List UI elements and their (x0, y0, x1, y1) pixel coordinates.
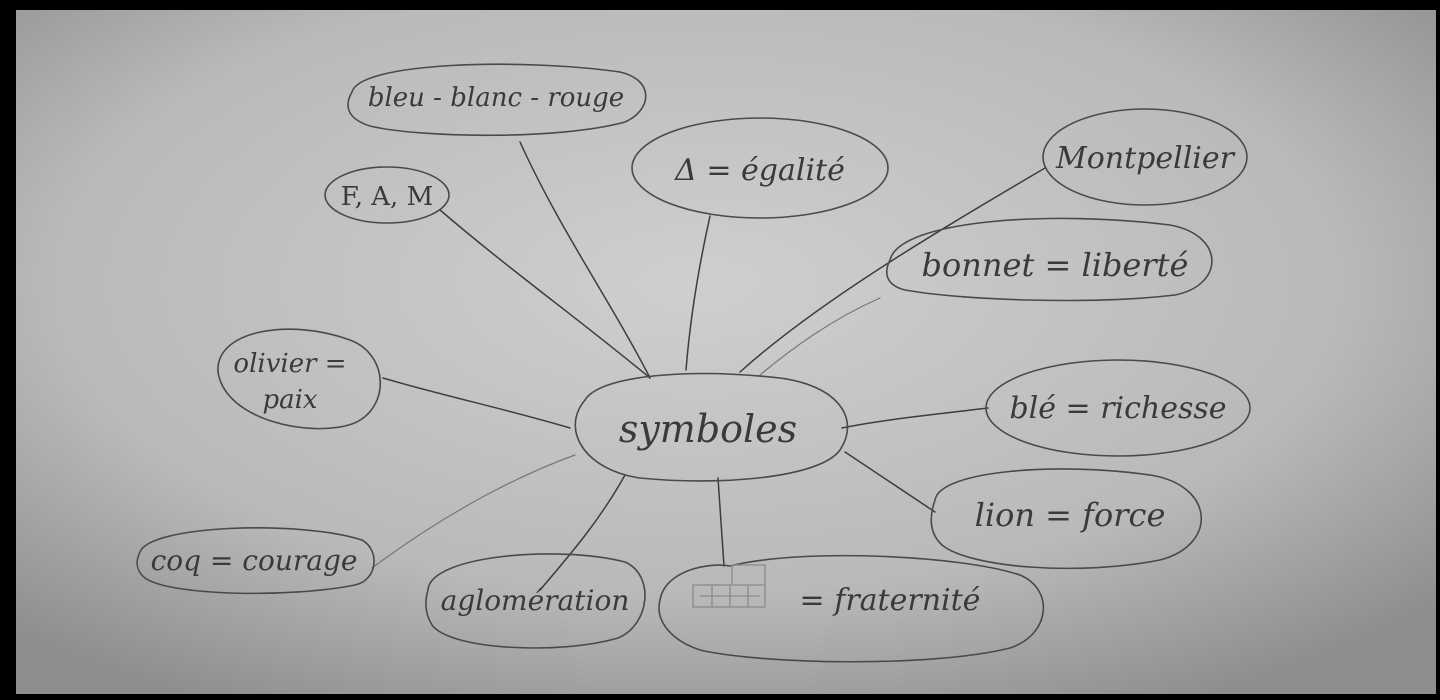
link-coq (371, 454, 576, 569)
node-label: bonnet = liberté (922, 246, 1189, 284)
link-lion (844, 451, 936, 513)
node-lion: lion = force (930, 468, 1202, 570)
node-label: coq = courage (151, 544, 358, 577)
link-montpellier (739, 167, 1046, 373)
node-label: = fraternité (800, 583, 981, 618)
link-fraternite (717, 477, 725, 567)
link-bleu-blanc-rouge (519, 141, 651, 379)
node-fam: F, A, M (324, 166, 450, 224)
node-label-line2: paix (262, 385, 317, 415)
link-aglomeration (539, 474, 626, 591)
node-label: olivier = (233, 349, 346, 379)
center-label: symboles (619, 407, 797, 451)
scribbled-symbol-icon (692, 564, 766, 608)
node-label: bleu - blanc - rouge (368, 83, 624, 113)
link-bonnet (759, 297, 881, 376)
node-bleu-blanc-rouge: bleu - blanc - rouge (347, 63, 647, 137)
node-label: aglomération (441, 584, 630, 617)
center-node: symboles (574, 372, 849, 482)
link-olivier (382, 377, 571, 429)
node-label: blé = richesse (1009, 391, 1226, 426)
node-egalite: Δ = égalité (631, 117, 889, 219)
link-fam (439, 209, 651, 379)
paper-sheet (16, 10, 1436, 694)
node-ble: blé = richesse (985, 359, 1251, 457)
node-label: lion = force (975, 496, 1166, 534)
node-label: F, A, M (341, 182, 433, 212)
link-ble (841, 407, 989, 429)
node-olivier: olivier = paix (217, 328, 382, 430)
link-egalite (685, 215, 711, 371)
connections (371, 141, 1046, 591)
node-aglomeration: aglomération (425, 553, 646, 649)
node-montpellier: Montpellier (1042, 108, 1248, 206)
node-fraternite: = fraternité (658, 554, 1045, 663)
node-bonnet: bonnet = liberté (886, 217, 1213, 302)
node-coq: coq = courage (136, 527, 375, 595)
node-label: Δ = égalité (674, 153, 845, 188)
node-label: Montpellier (1055, 141, 1236, 176)
